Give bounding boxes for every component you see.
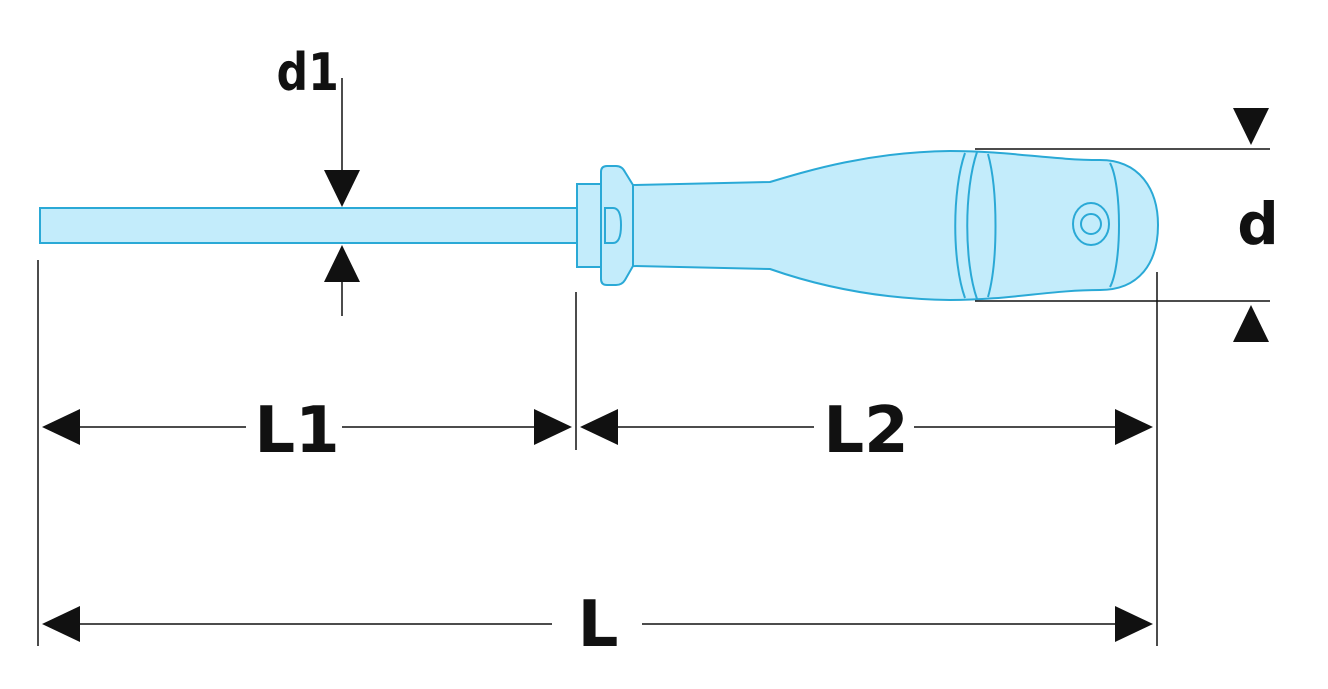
ferrule [576, 183, 602, 268]
d-label: d [1237, 190, 1279, 258]
d1-bottom-arrow [324, 245, 360, 282]
l-right-arrow [1115, 606, 1153, 642]
l1-right-arrow [534, 409, 572, 445]
l1-left-arrow [42, 409, 80, 445]
l1-dimension: L1 [42, 394, 572, 468]
hanging-hole-inner [1080, 213, 1102, 235]
screwdriver [39, 149, 1160, 302]
d1-dimension: d1 [277, 43, 360, 316]
d-top-arrow [1233, 108, 1269, 145]
hanging-hole-outer [1072, 202, 1110, 246]
l2-left-arrow [580, 409, 618, 445]
l1-label: L1 [254, 394, 339, 468]
collar-slot [604, 207, 623, 244]
l2-dimension: L2 [580, 394, 1153, 468]
d1-top-arrow [324, 170, 360, 207]
grip-rib-1 [954, 152, 966, 299]
l2-label: L2 [823, 394, 908, 468]
d-dimension: d [975, 108, 1279, 342]
handle-body [632, 149, 1160, 302]
d1-label: d1 [277, 43, 339, 103]
l-dimension: L [42, 588, 1153, 662]
grip-rib-3 [987, 153, 997, 298]
l-label: L [578, 588, 619, 662]
grip-rib-2 [966, 151, 978, 300]
d-bottom-arrow [1233, 305, 1269, 342]
l-left-arrow [42, 606, 80, 642]
shaft [39, 207, 578, 244]
l2-right-arrow [1115, 409, 1153, 445]
end-cap-line [1109, 162, 1120, 288]
